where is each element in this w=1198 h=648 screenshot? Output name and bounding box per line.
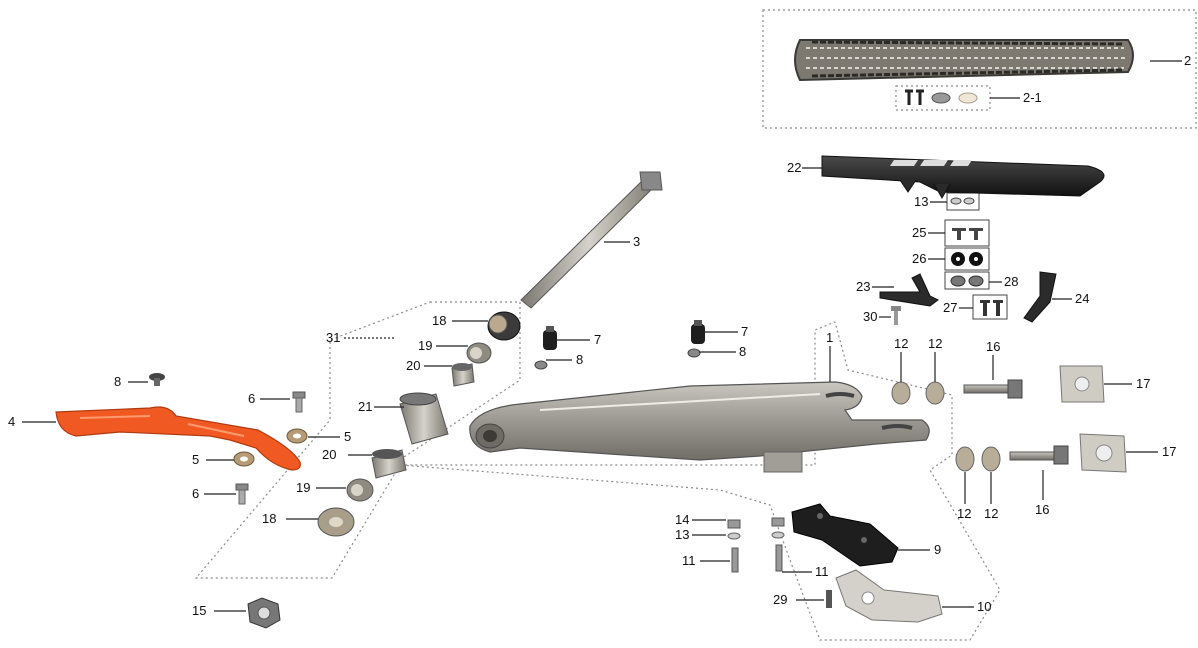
hardware-25-bolts	[952, 228, 983, 240]
nut-8-right	[687, 348, 701, 358]
callout-8-right: 8	[739, 344, 747, 359]
bearing-18-lower	[317, 507, 355, 537]
callout-30: 30	[863, 309, 878, 324]
bolt-8-left	[149, 373, 165, 386]
callout-25: 25	[912, 225, 927, 240]
chain-master-link	[905, 89, 978, 105]
callout-31: 31	[326, 330, 341, 345]
callout-12-lower-b: 12	[984, 506, 999, 521]
callout-11-right: 11	[815, 564, 829, 579]
callout-16-upper: 16	[986, 339, 1001, 354]
hardware-13-washers	[950, 197, 975, 205]
callout-10: 10	[977, 599, 992, 614]
bushing-20-lower	[371, 449, 407, 479]
callout-18-upper: 18	[432, 313, 447, 328]
callout-1: 1	[826, 330, 834, 345]
callout-24: 24	[1075, 291, 1090, 306]
spacer-21	[399, 392, 449, 445]
washer-5-upper	[286, 428, 308, 444]
bolt-11-left	[731, 547, 739, 573]
adjuster-12-lower-a	[955, 446, 975, 472]
callout-29: 29	[773, 592, 788, 607]
callout-8-left: 8	[576, 352, 584, 367]
callout-18-lower: 18	[262, 511, 277, 526]
callout-17-lower: 17	[1162, 444, 1177, 459]
bolt-6-lower	[235, 483, 249, 505]
callout-17-upper: 17	[1136, 376, 1151, 391]
washer-13	[727, 531, 785, 540]
nut-14	[727, 517, 785, 529]
chain-group-box	[762, 9, 1197, 129]
bearing-18-upper	[487, 311, 521, 341]
drive-chain	[794, 39, 1134, 82]
callout-5-lower: 5	[192, 452, 200, 467]
callout-4: 4	[8, 414, 16, 429]
adjust-bolt-16-upper	[963, 379, 1023, 399]
callout-19-lower: 19	[296, 480, 311, 495]
bushing-20-upper	[451, 363, 475, 387]
roller-7-left	[543, 326, 557, 350]
callout-11-left: 11	[682, 553, 696, 568]
hardware-27-bolts	[980, 300, 1003, 316]
chain-slider	[55, 406, 301, 471]
callout-2-1: 2-1	[1023, 90, 1042, 105]
callout-28: 28	[1004, 274, 1019, 289]
callout-12-upper-b: 12	[928, 336, 943, 351]
adjuster-plate-17-lower	[1079, 433, 1127, 473]
callout-7-right: 7	[741, 324, 749, 339]
callout-21: 21	[358, 399, 373, 414]
callout-2: 2	[1184, 53, 1192, 68]
callout-26: 26	[912, 251, 927, 266]
bolt-6-upper	[292, 391, 306, 413]
bushing-19-upper	[466, 342, 492, 364]
washer-5-lower	[233, 451, 255, 467]
guard-bracket-24	[1023, 271, 1057, 323]
callout-8-slider: 8	[114, 374, 122, 389]
adjuster-12-upper-b	[925, 381, 945, 405]
chain-guide	[791, 503, 899, 567]
callout-14: 14	[675, 512, 690, 527]
adjuster-plate-17-upper	[1059, 365, 1105, 403]
callout-9: 9	[934, 542, 942, 557]
callout-3: 3	[633, 234, 641, 249]
swingarm-pivot-axle	[520, 171, 663, 309]
callout-15: 15	[192, 603, 207, 618]
bolt-30	[891, 306, 901, 325]
callout-16-lower: 16	[1035, 502, 1050, 517]
callout-6-lower: 6	[192, 486, 200, 501]
callout-6-upper: 6	[248, 391, 256, 406]
callout-5-upper: 5	[344, 429, 352, 444]
adjust-bolt-16-lower	[1009, 445, 1069, 465]
guard-bracket-23	[879, 273, 939, 307]
callout-12-upper-a: 12	[894, 336, 909, 351]
pivot-nut-15	[247, 597, 281, 629]
nut-8-left	[534, 360, 548, 370]
bolt-29	[826, 590, 832, 608]
callout-20-lower: 20	[322, 447, 337, 462]
callout-7-left: 7	[594, 332, 602, 347]
bolt-11-right	[775, 544, 783, 572]
callout-12-lower-a: 12	[957, 506, 972, 521]
adjuster-12-lower-b	[981, 446, 1001, 472]
swingarm-group-outline	[194, 301, 1001, 641]
guide-plate	[835, 569, 943, 623]
callout-19-upper: 19	[418, 338, 433, 353]
leader-lines	[22, 60, 1182, 612]
chain-guard	[821, 155, 1105, 200]
bushing-19-lower	[346, 478, 374, 502]
roller-7-right	[691, 320, 705, 344]
hardware-28-nuts	[950, 275, 984, 287]
callout-13-top: 13	[914, 194, 929, 209]
swingarm	[469, 381, 930, 473]
callout-23: 23	[856, 279, 871, 294]
callout-22: 22	[787, 160, 802, 175]
callout-20-upper: 20	[406, 358, 421, 373]
callout-13-lower: 13	[675, 527, 690, 542]
callout-27: 27	[943, 300, 958, 315]
hardware-26-washers	[951, 252, 983, 266]
adjuster-12-upper-a	[891, 381, 911, 405]
